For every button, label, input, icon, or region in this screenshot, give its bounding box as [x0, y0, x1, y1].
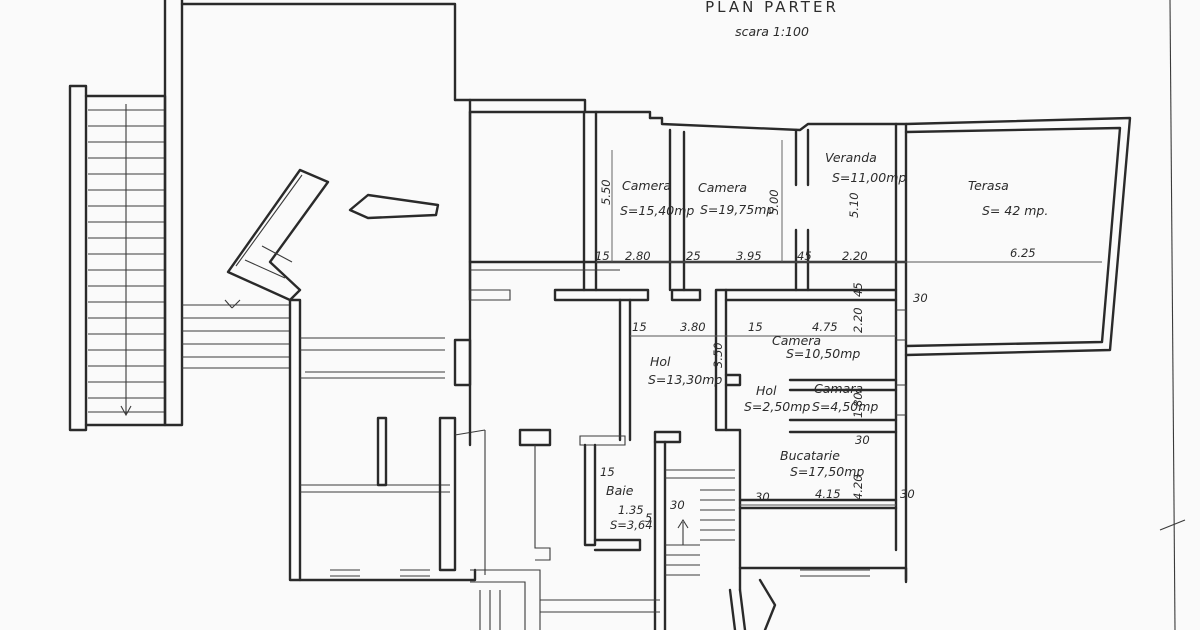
dim-label: 30 [670, 498, 685, 512]
entry-stair [665, 469, 777, 630]
dim-label: 4.15 [815, 487, 841, 501]
dimension-labels: 15 2.80 25 3.95 45 2.20 6.25 5.50 5.00 5… [595, 179, 1036, 525]
dim-label: 2.20 [842, 249, 868, 263]
room-area: S=19,75mp [700, 202, 774, 217]
dim-label: 15 [595, 249, 610, 263]
dim-label: 45 [851, 282, 865, 297]
room-name: Camara [814, 381, 863, 396]
dim-label: 30 [855, 433, 870, 447]
left-wing [180, 2, 552, 582]
left-staircase [68, 0, 290, 432]
dim-label: 4.75 [812, 320, 838, 334]
dim-label: 5.50 [599, 179, 613, 205]
room-name: Hol [756, 383, 777, 398]
room-name: Baie [606, 483, 634, 498]
room-name: Camera [772, 333, 821, 348]
plan-scale: scara 1:100 [735, 24, 809, 39]
dim-label: 45 [797, 249, 812, 263]
dim-label: 3.95 [736, 249, 762, 263]
dim-label: 30 [913, 291, 928, 305]
dim-label: 25 [686, 249, 701, 263]
dim-label: 3.80 [680, 320, 706, 334]
dim-label: 1.80 [851, 392, 865, 418]
room-labels: Camera S=15,40mp Camera S=19,75mp Verand… [606, 150, 1048, 532]
dim-label: 30 [755, 490, 770, 504]
room-area: S=2,50mp [744, 399, 810, 414]
dim-label: 5 [645, 511, 652, 525]
dim-label: 2.20 [851, 307, 865, 333]
room-area: S=17,50mp [790, 464, 864, 479]
dimension-lines [596, 140, 1102, 506]
dim-label: 6.25 [1010, 246, 1036, 260]
house-walls [468, 98, 908, 630]
plan-title: PLAN PARTER [705, 0, 839, 16]
terrace [896, 0, 1186, 630]
dim-label: 4.20 [851, 474, 865, 500]
room-area: S=3,64 [610, 518, 653, 532]
room-area: S=10,50mp [786, 346, 860, 361]
room-name: Bucatarie [780, 448, 840, 463]
dim-label: 15 [632, 320, 647, 334]
room-name: Terasa [968, 178, 1009, 193]
room-name: Camera [622, 178, 671, 193]
room-name: Veranda [825, 150, 877, 165]
dim-label: 1.35 [618, 503, 644, 517]
dim-label: 5.10 [847, 192, 861, 218]
room-area: S=4,50mp [812, 399, 878, 414]
room-area: S=15,40mp [620, 203, 694, 218]
dim-label: 3.50 [711, 342, 725, 368]
room-area: S=11,00mp [832, 170, 906, 185]
room-name: Hol [650, 354, 671, 369]
dim-label: 5.00 [767, 189, 781, 215]
dim-label: 15 [600, 465, 615, 479]
room-area: S= 42 mp. [982, 203, 1048, 218]
dim-label: 15 [748, 320, 763, 334]
dim-label: 2.80 [625, 249, 651, 263]
room-name: Camera [698, 180, 747, 195]
room-area: S=13,30mp [648, 372, 722, 387]
dim-label: 30 [900, 487, 915, 501]
